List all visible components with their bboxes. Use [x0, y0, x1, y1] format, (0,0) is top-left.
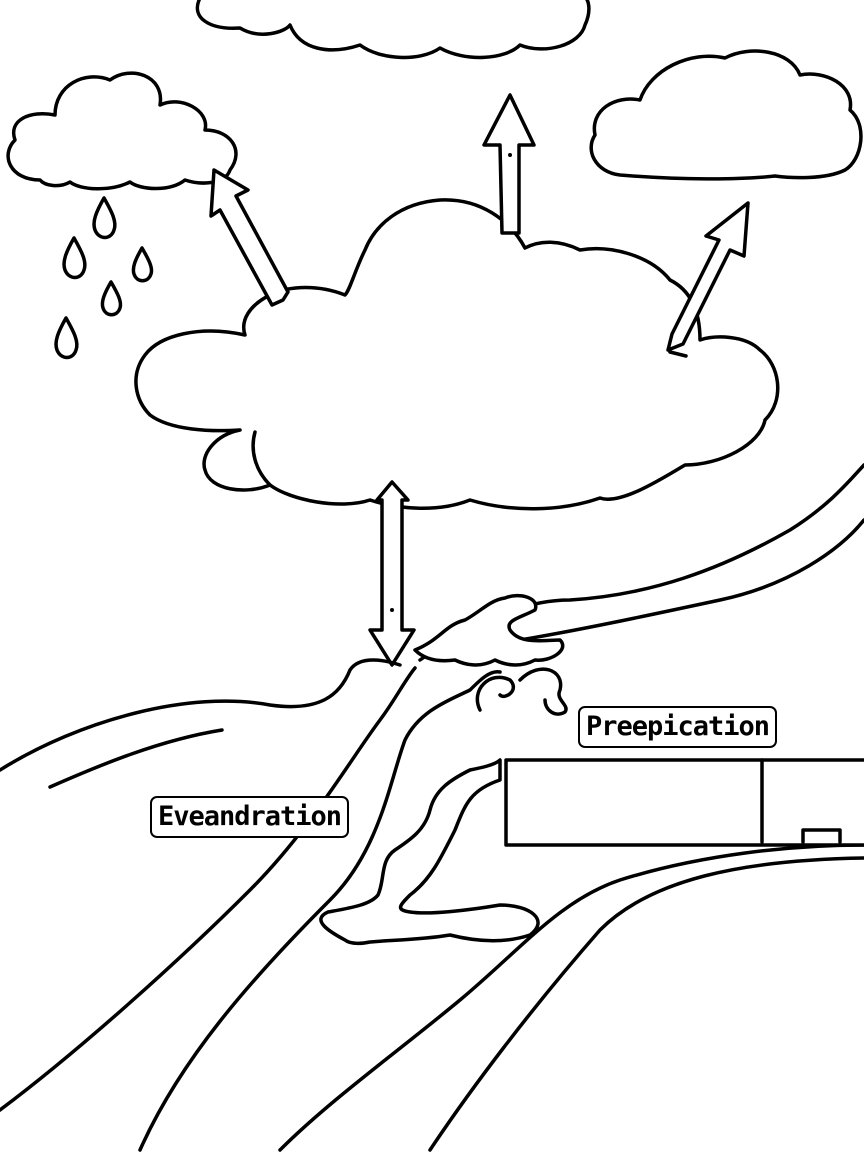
arrow-icon — [368, 480, 416, 667]
arrow-icon — [482, 93, 536, 235]
wave-curl — [518, 667, 568, 716]
rain-cloud — [6, 71, 238, 191]
evaporation-label: Eveandration — [150, 796, 350, 838]
raindrop-icon — [92, 196, 117, 240]
river-main-left — [138, 670, 502, 1152]
building — [504, 758, 864, 847]
cloud-inner-fold — [251, 430, 272, 487]
raindrop-icon — [131, 246, 154, 283]
wave-curl — [475, 675, 516, 712]
waterfall-foam — [319, 758, 540, 946]
precipitation-label: Preepication — [578, 706, 778, 748]
water-splash — [413, 593, 565, 667]
raindrop-icon — [100, 280, 123, 317]
hill-line — [0, 658, 402, 772]
raindrop-icon — [54, 316, 79, 360]
raindrops — [54, 196, 154, 360]
river-main-right-outer — [428, 856, 864, 1152]
raindrop-icon — [62, 236, 87, 280]
river-main-right — [278, 843, 864, 1152]
arrow-icon — [666, 201, 750, 358]
arrow-icon — [209, 168, 290, 307]
river-main-left-outer — [0, 666, 417, 1112]
right-cloud — [589, 49, 863, 181]
top-cloud — [195, 0, 591, 60]
hill-line-inner — [48, 728, 224, 789]
river-upper — [518, 518, 864, 642]
